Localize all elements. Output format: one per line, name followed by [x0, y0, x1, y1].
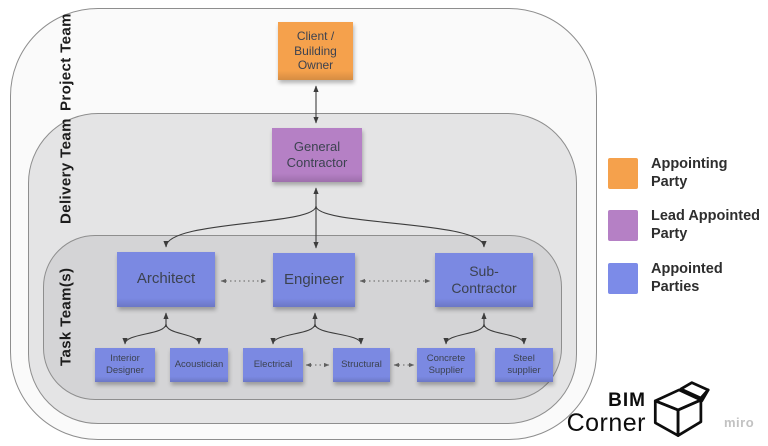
note-acoustician: Acoustician — [170, 348, 228, 382]
task-teams-label: Task Team(s) — [57, 267, 75, 367]
note-steel-supplier: Steel supplier — [495, 348, 553, 382]
note-general-contractor: General Contractor — [272, 128, 362, 182]
brand-bim-text: BIM — [608, 390, 646, 411]
note-concrete-supplier: Concrete Supplier — [417, 348, 475, 382]
note-architect: Architect — [117, 252, 215, 307]
legend-label-lead-appointed-party: Lead Appointed Party — [651, 208, 761, 243]
note-interior-designer: Interior Designer — [95, 348, 155, 382]
delivery-team-label: Delivery Team — [57, 118, 75, 224]
legend-item-appointing-party: Appointing Party — [608, 155, 766, 191]
bim-corner-logo: BIM Corner — [560, 377, 710, 443]
note-client-building-owner: Client / Building Owner — [278, 22, 353, 80]
legend-item-appointed-parties: Appointed Parties — [608, 260, 723, 296]
legend-label-appointed-parties: Appointed Parties — [651, 261, 723, 296]
miro-watermark: miro — [724, 415, 755, 430]
open-box-icon — [653, 381, 710, 437]
legend-label-appointing-party: Appointing Party — [651, 156, 728, 191]
project-team-label: Project Team — [57, 13, 75, 111]
legend-swatch-appointed-parties — [608, 262, 638, 294]
note-structural: Structural — [333, 348, 390, 382]
brand-corner-text: Corner — [566, 409, 646, 437]
note-sub-contractor: Sub- Contractor — [435, 253, 533, 307]
note-electrical: Electrical — [243, 348, 303, 382]
legend-swatch-appointing-party — [608, 157, 638, 189]
bim-corner-wordmark: BIM Corner — [567, 391, 646, 436]
legend-item-lead-appointed-party: Lead Appointed Party — [608, 207, 760, 243]
note-engineer: Engineer — [273, 253, 355, 307]
legend-swatch-lead-appointed-party — [608, 209, 638, 241]
